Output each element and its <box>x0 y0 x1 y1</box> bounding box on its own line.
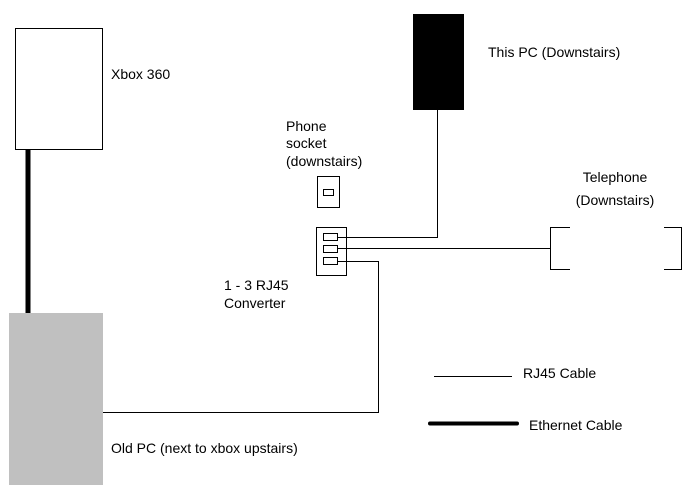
phone-socket-port <box>323 189 334 196</box>
old-pc-label: Old PC (next to xbox upstairs) <box>111 440 298 456</box>
telephone-box <box>550 227 682 270</box>
legend-ethernet-label: Ethernet Cable <box>529 417 623 433</box>
old-pc-box <box>9 313 103 485</box>
phone-socket-label-line2: socket <box>286 135 327 151</box>
converter-port-2 <box>323 245 338 253</box>
telephone-label-line1: Telephone <box>582 169 648 185</box>
converter-port-1 <box>323 233 338 241</box>
xbox-box <box>15 28 103 150</box>
phone-socket-label-line3: (downstairs) <box>286 153 363 169</box>
rj45-cable-old-pc <box>103 261 379 413</box>
this-pc-label: This PC (Downstairs) <box>488 44 621 60</box>
xbox-label: Xbox 360 <box>111 66 171 82</box>
converter-port-3 <box>323 257 338 265</box>
converter-label-line1: 1 - 3 RJ45 <box>224 277 289 293</box>
this-pc-box <box>413 14 464 110</box>
converter-label-line2: Converter <box>224 295 286 311</box>
telephone-label-line2: (Downstairs) <box>575 192 655 208</box>
rj45-cable-this-pc <box>337 110 438 238</box>
legend-rj45-label: RJ45 Cable <box>523 365 597 381</box>
phone-socket-label-line1: Phone <box>286 118 327 134</box>
